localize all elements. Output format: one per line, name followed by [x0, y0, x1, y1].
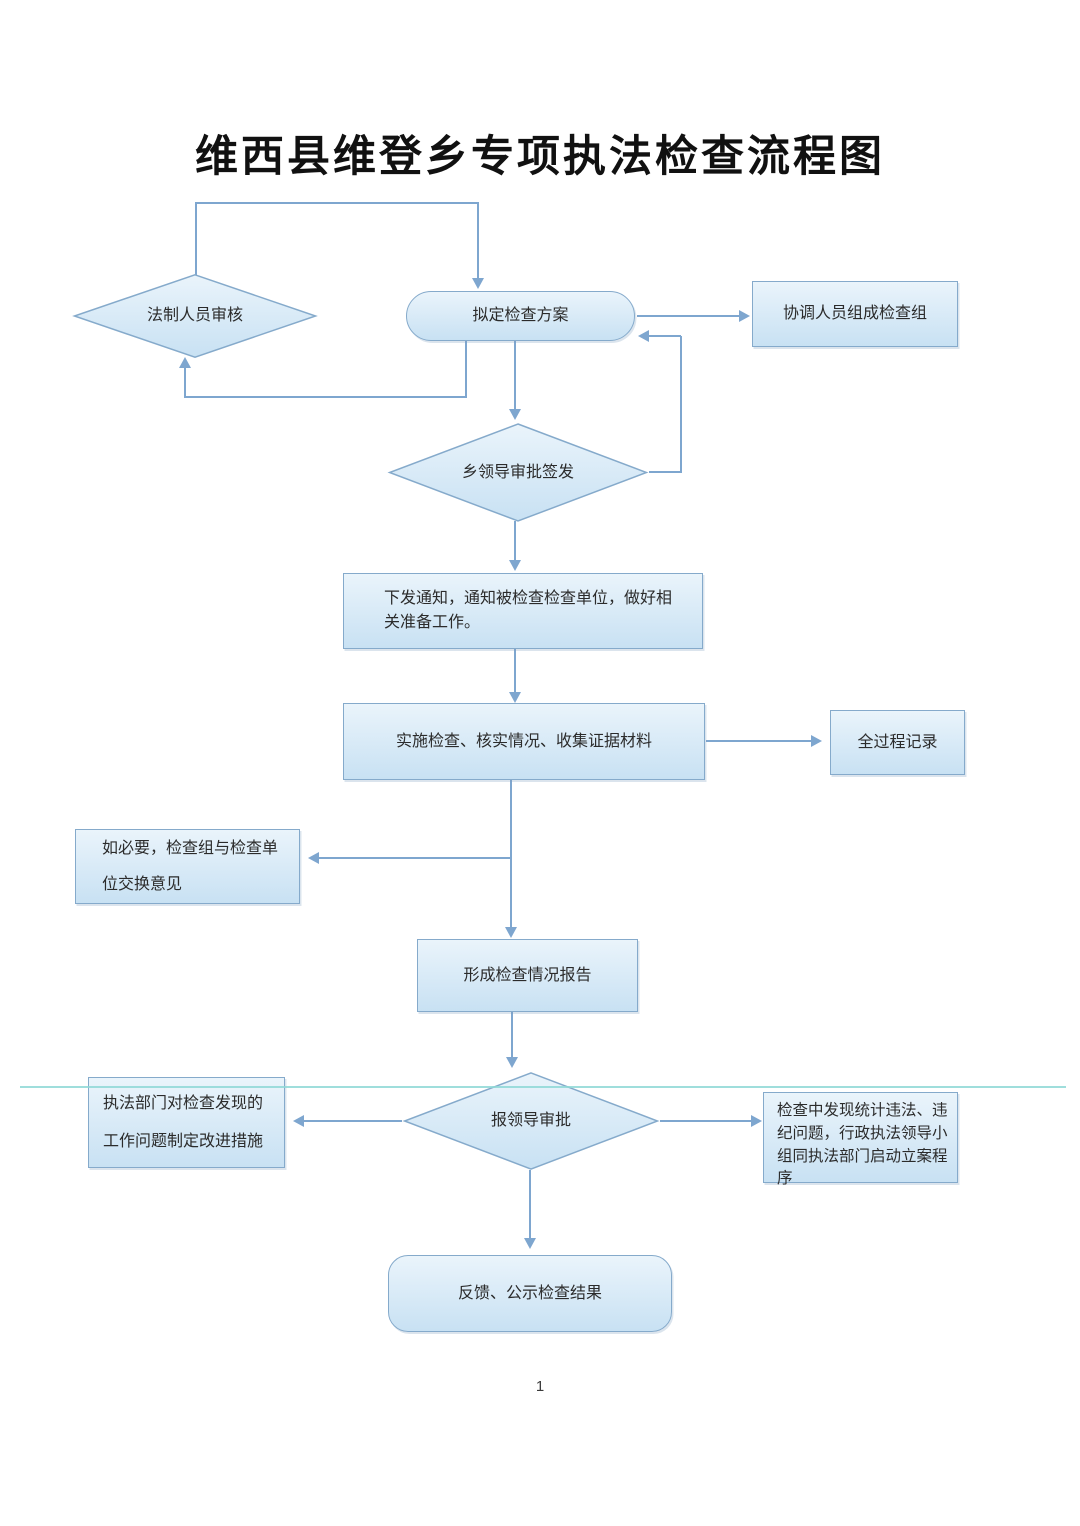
- arrowhead-into-report: [505, 927, 517, 938]
- flow-node-label: 法制人员审核: [146, 307, 243, 324]
- diamond-shape: [402, 1072, 660, 1170]
- horizontal-divider-line: [20, 1086, 1066, 1088]
- arrowhead-into-legal-review: [179, 357, 191, 368]
- connector-implement-to-report: [510, 780, 512, 927]
- connector-legal-to-draft-down: [477, 202, 479, 278]
- arrowhead-into-improve: [293, 1115, 304, 1127]
- connector-branch-to-exchange: [319, 857, 512, 859]
- arrowhead-into-draft-plan-top: [472, 278, 484, 289]
- connector-sign-loop-in: [649, 335, 681, 337]
- flow-node-exchange: 如必要，检查组与检查单位交换意见: [75, 829, 300, 904]
- connector-approve-to-publish: [529, 1170, 531, 1238]
- flow-node-file-case: 检查中发现统计违法、违纪问题，行政执法领导小组同执法部门启动立案程序: [763, 1092, 958, 1187]
- connector-draft-loop-across: [184, 396, 467, 398]
- flow-node-label: 执法部门对检查发现的工作问题制定改进措施: [103, 1094, 264, 1150]
- connector-approve-to-filecase: [660, 1120, 751, 1122]
- connector-sign-to-notify: [514, 521, 516, 560]
- flow-node-label: 反馈、公示检查结果: [457, 1284, 602, 1302]
- arrowhead-into-file-case: [751, 1115, 762, 1127]
- flow-node-form-team: 协调人员组成检查组: [752, 281, 958, 347]
- arrowhead-into-exchange: [308, 852, 319, 864]
- connector-draft-to-team: [637, 315, 739, 317]
- flow-node-label: 乡领导审批签发: [461, 463, 574, 481]
- arrowhead-into-leader-sign: [509, 409, 521, 420]
- arrowhead-into-publish: [524, 1238, 536, 1249]
- arrowhead-into-notify: [509, 560, 521, 571]
- flow-node-label: 拟定检查方案: [472, 307, 569, 324]
- flow-node-label: 下发通知，通知被检查检查单位，做好相关准备工作。: [384, 590, 673, 631]
- flow-node-label: 全过程记录: [857, 733, 938, 751]
- flow-node-report: 形成检查情况报告: [417, 939, 638, 1012]
- connector-draft-loop-up: [184, 368, 186, 398]
- flow-node-leader-approve: 报领导审批: [402, 1072, 660, 1170]
- connector-report-to-approve: [511, 1012, 513, 1057]
- flow-node-label: 实施检查、核实情况、收集证据材料: [395, 732, 652, 750]
- flow-node-notify: 下发通知，通知被检查检查单位，做好相关准备工作。: [343, 573, 703, 649]
- connector-sign-loop-up: [680, 336, 682, 473]
- flow-node-label: 协调人员组成检查组: [782, 305, 927, 322]
- arrowhead-into-form-team: [739, 310, 750, 322]
- connector-sign-loop-out: [649, 471, 682, 473]
- connector-implement-to-record: [706, 740, 811, 742]
- arrowhead-into-draft-plan-right: [638, 330, 649, 342]
- flow-node-publish: 反馈、公示检查结果: [388, 1255, 672, 1332]
- flow-node-leader-sign: 乡领导审批签发: [387, 423, 649, 522]
- flow-node-legal-review: 法制人员审核: [72, 274, 318, 358]
- flow-node-label: 如必要，检查组与检查单位交换意见: [102, 840, 279, 893]
- arrowhead-into-record: [811, 735, 822, 747]
- flow-node-label: 报领导审批: [490, 1112, 571, 1129]
- flow-node-draft-plan: 拟定检查方案: [406, 291, 635, 341]
- connector-notify-to-implement: [514, 649, 516, 692]
- flow-node-improve: 执法部门对检查发现的工作问题制定改进措施: [88, 1077, 285, 1168]
- flow-node-implement: 实施检查、核实情况、收集证据材料: [343, 703, 705, 780]
- flow-node-record: 全过程记录: [830, 710, 965, 775]
- connector-legal-to-draft-across: [195, 202, 479, 204]
- flow-node-label: 形成检查情况报告: [463, 966, 592, 984]
- diamond-shape: [72, 274, 318, 358]
- connector-draft-to-sign: [514, 341, 516, 409]
- connector-draft-loop-down: [465, 341, 467, 398]
- connector-legal-to-draft-up: [195, 203, 197, 275]
- page-number: 1: [535, 1378, 545, 1395]
- connector-approve-to-improve: [304, 1120, 402, 1122]
- flow-node-label: 检查中发现统计违法、违纪问题，行政执法领导小组同执法部门启动立案程序: [777, 1102, 948, 1188]
- arrowhead-into-leader-approve: [506, 1057, 518, 1068]
- diamond-shape: [387, 423, 649, 522]
- arrowhead-into-implement: [509, 692, 521, 703]
- page-title: 维西县维登乡专项执法检查流程图: [195, 134, 885, 181]
